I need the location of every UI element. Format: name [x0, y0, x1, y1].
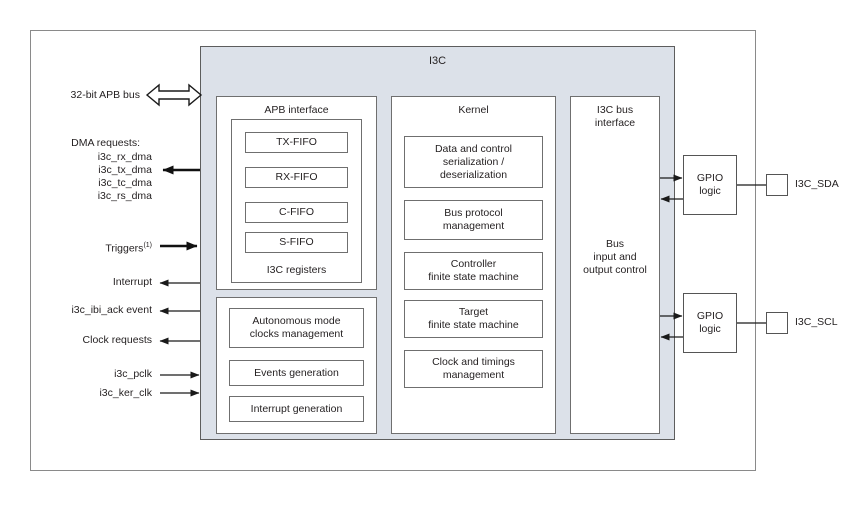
kernel-unit1-line2: management — [442, 220, 505, 232]
apb-interface-title: APB interface — [264, 104, 329, 116]
pad-label-scl: I3C_SCL — [795, 316, 838, 328]
label-interrupt: Interrupt — [112, 276, 152, 288]
label-i3c-tc-dma: i3c_tc_dma — [98, 177, 152, 189]
rx-fifo-box: RX-FIFO — [245, 167, 348, 188]
kernel-unit1-line1: Bus protocol — [444, 207, 503, 219]
pad-scl — [766, 312, 788, 334]
label-triggers-footnote: (1) — [143, 242, 152, 249]
busif-title-line2: interface — [594, 116, 636, 129]
busif-body-line2: input and — [593, 251, 637, 263]
label-ibi-ack-event: i3c_ibi_ack event — [71, 304, 152, 316]
kernel-unit0-line2: serialization / — [442, 155, 505, 168]
pad-sda — [766, 174, 788, 196]
label-i3c-rs-dma: i3c_rs_dma — [97, 190, 152, 202]
data-control-serialization-box: Data and control serialization / deseria… — [404, 136, 543, 188]
s-fifo-box: S-FIFO — [245, 232, 348, 253]
kernel-unit0-line3: deserialization — [439, 168, 508, 181]
kernel-unit2-line1: Controller — [450, 258, 497, 270]
label-dma-requests-header: DMA requests: — [71, 137, 140, 149]
gpio-sda-line1: GPIO — [696, 172, 724, 184]
events-generation-box: Events generation — [229, 360, 364, 386]
label-i3c-tx-dma: i3c_tx_dma — [98, 164, 152, 176]
label-triggers: Triggers(1) — [0, 239, 152, 256]
busif-body-line1: Bus — [605, 238, 625, 250]
system-boundary — [30, 30, 756, 471]
busif-title-line1: I3C bus — [596, 104, 634, 116]
target-fsm-box: Target finite state machine — [404, 300, 543, 338]
kernel-unit4-line2: management — [442, 369, 505, 381]
pad-label-sda: I3C_SDA — [795, 178, 839, 190]
i3c-bus-interface-panel: I3C bus interface Bus input and output c… — [570, 96, 660, 434]
interrupt-generation-box: Interrupt generation — [229, 396, 364, 422]
gpio-scl-line1: GPIO — [696, 310, 724, 322]
label-i3c-ker-clk: i3c_ker_clk — [99, 387, 152, 399]
i3c-registers-label: I3C registers — [266, 264, 327, 276]
label-i3c-pclk: i3c_pclk — [114, 368, 152, 380]
bus-input-output-control-label: Bus input and output control — [571, 238, 659, 277]
i3c-block-title: I3C — [428, 55, 447, 67]
gpio-scl-line2: logic — [699, 323, 721, 335]
kernel-unit4-line1: Clock and timings — [432, 356, 515, 368]
clock-timings-management-box: Clock and timings management — [404, 350, 543, 388]
kernel-unit0-line1: Data and control — [434, 142, 513, 155]
c-fifo-box: C-FIFO — [245, 202, 348, 223]
label-clock-requests: Clock requests — [82, 334, 152, 346]
label-i3c-rx-dma: i3c_rx_dma — [97, 151, 152, 163]
autonomous-mode-line1: Autonomous mode — [252, 315, 341, 327]
kernel-unit3-line2: finite state machine — [428, 319, 519, 331]
busif-body-line3: output control — [583, 264, 647, 276]
kernel-unit2-line2: finite state machine — [428, 271, 519, 283]
label-apb-bus: 32-bit APB bus — [70, 89, 140, 101]
tx-fifo-box: TX-FIFO — [245, 132, 348, 153]
kernel-unit3-line1: Target — [458, 306, 489, 318]
autonomous-mode-line2: clocks management — [249, 328, 344, 340]
controller-fsm-box: Controller finite state machine — [404, 252, 543, 290]
autonomous-mode-clocks-management-box: Autonomous mode clocks management — [229, 308, 364, 348]
i3c-bus-interface-title: I3C bus interface — [571, 104, 659, 129]
gpio-logic-scl-box: GPIO logic — [683, 293, 737, 353]
gpio-logic-sda-box: GPIO logic — [683, 155, 737, 215]
label-triggers-text: Triggers — [105, 242, 144, 255]
bus-protocol-management-box: Bus protocol management — [404, 200, 543, 240]
kernel-title: Kernel — [458, 104, 489, 116]
gpio-sda-line2: logic — [699, 185, 721, 197]
